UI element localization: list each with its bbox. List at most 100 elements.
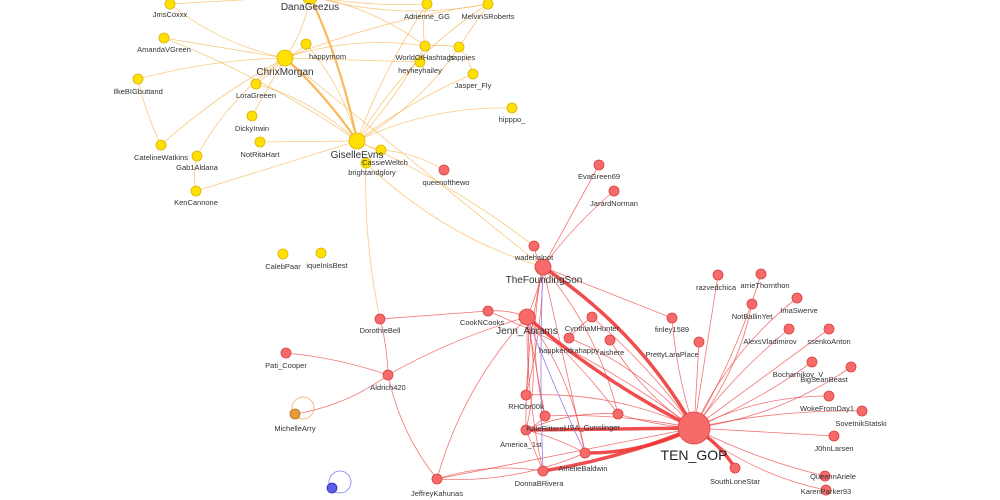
node-prettylaraplace[interactable] [693,336,705,348]
node-wadehalnot[interactable] [528,240,540,252]
node-jarardnorman[interactable] [608,185,620,197]
node-queenofthewo[interactable] [438,164,450,176]
node-finley1589[interactable] [666,312,678,324]
node-usa-gunslinger[interactable] [612,408,624,420]
node-label: Pati_Cooper [265,361,307,370]
node-cynthiamhunter[interactable] [586,311,598,323]
node-melvinsroberts[interactable] [482,0,494,10]
node-catelinewatkins[interactable] [155,139,167,151]
node-chrixmorgan[interactable] [276,49,294,67]
node-label: aishere [600,348,625,357]
node-razvedchica[interactable] [712,269,724,281]
node-label: BigSeanBeast [800,375,848,384]
node-label: heyheyhailey [398,66,442,75]
node-label: America_1st [500,440,543,449]
edge [542,164,600,268]
node-dickyirwin[interactable] [246,110,258,122]
node-worldofhashtags[interactable] [419,40,431,52]
node-adrienne-gg[interactable] [421,0,433,10]
edge [693,297,798,429]
node-gab1aldana[interactable] [191,150,203,162]
node-kencannone[interactable] [190,185,202,197]
node-ameliebaldwin[interactable] [579,447,591,459]
node-label: DorothieBell [360,326,401,335]
node-jenn-abrams[interactable] [518,308,536,326]
edge [365,162,544,268]
node-ten-gop[interactable] [677,411,711,445]
node-america-1st[interactable] [520,424,532,436]
node-danageezus[interactable] [302,0,318,5]
edge [285,352,389,376]
edge [331,0,428,6]
node-loragreeen[interactable] [250,78,262,90]
edge [693,328,830,429]
edge [163,37,286,59]
node-jasper-fly[interactable] [467,68,479,80]
edge [525,429,544,472]
node-bigseanbeast[interactable] [845,361,857,373]
node-amandavgreen[interactable] [158,32,170,44]
node-evagreen69[interactable] [593,159,605,171]
node-cassieweltch[interactable] [375,144,387,156]
node-label: CatelineWatkins [134,153,188,162]
node-label: AlexsVladimirov [743,337,797,346]
node-michellearry[interactable] [289,408,301,420]
node-imaswerve[interactable] [791,292,803,304]
edge [693,427,835,437]
node-happies[interactable] [453,41,465,53]
node-arriethornthon[interactable] [755,268,767,280]
node-southlonestar[interactable] [729,462,741,474]
node-j0hnlarsen[interactable] [828,430,840,442]
node-heyheyhailey[interactable] [414,56,426,68]
edge-purple [526,316,586,454]
node-notballinyet[interactable] [746,298,758,310]
nodes-layer [132,0,868,496]
node-hippo-[interactable] [506,102,518,114]
node-label: KateRitterm [526,424,566,433]
node-jmscoxxx[interactable] [164,0,176,10]
node-aishere[interactable] [604,334,616,346]
node-notritahart[interactable] [254,136,266,148]
edge [693,303,753,429]
node-iqueinisbest[interactable] [315,247,327,259]
node-label: hipppo_ [499,115,527,124]
edge [163,37,358,142]
node-label: MelvinSRoberts [462,12,515,21]
node-rhobr00k[interactable] [520,389,532,401]
node-label: finley1589 [655,325,689,334]
node-sovetnikstatski[interactable] [856,405,868,417]
node-calebpaar[interactable] [277,248,289,260]
node-kateritterm[interactable] [539,410,551,422]
node-label: IlkeBIGbuttand [113,87,163,96]
node-ssenkoanton[interactable] [823,323,835,335]
node-giselleevns[interactable] [348,132,366,150]
node-happymom[interactable] [300,38,312,50]
node-alexsvladimirov[interactable] [783,323,795,335]
node-label: ImaSwerve [780,306,818,315]
node-queennariele[interactable] [819,470,831,482]
node-donnabrivera[interactable] [537,465,549,477]
node-label: NotRitaHart [240,150,280,159]
edge [305,43,358,142]
edge [568,337,695,429]
node-label: Adrienne_GG [404,12,450,21]
node-ilkebigbuttand[interactable] [132,73,144,85]
node-label: brightandglory [348,168,396,177]
node-pati-cooper[interactable] [280,347,292,359]
node-brightandglory[interactable] [360,157,372,169]
edge [387,316,528,376]
node-cookncooks[interactable] [482,305,494,317]
node-bocharnikov-v[interactable] [806,356,818,368]
node-thefoundingson[interactable] [534,258,552,276]
node-happkendrahappy[interactable] [563,332,575,344]
node-karenparker93[interactable] [820,484,832,496]
node-dorothiebell[interactable] [374,313,386,325]
node-wokefromday1[interactable] [823,390,835,402]
node-aldrich420[interactable] [382,369,394,381]
node-jeffreykahunas[interactable] [431,473,443,485]
node-unlabeled-blue[interactable] [326,482,338,494]
node-label: EvaGreen69 [578,172,620,181]
node-label: happkendrahappy [539,346,599,355]
